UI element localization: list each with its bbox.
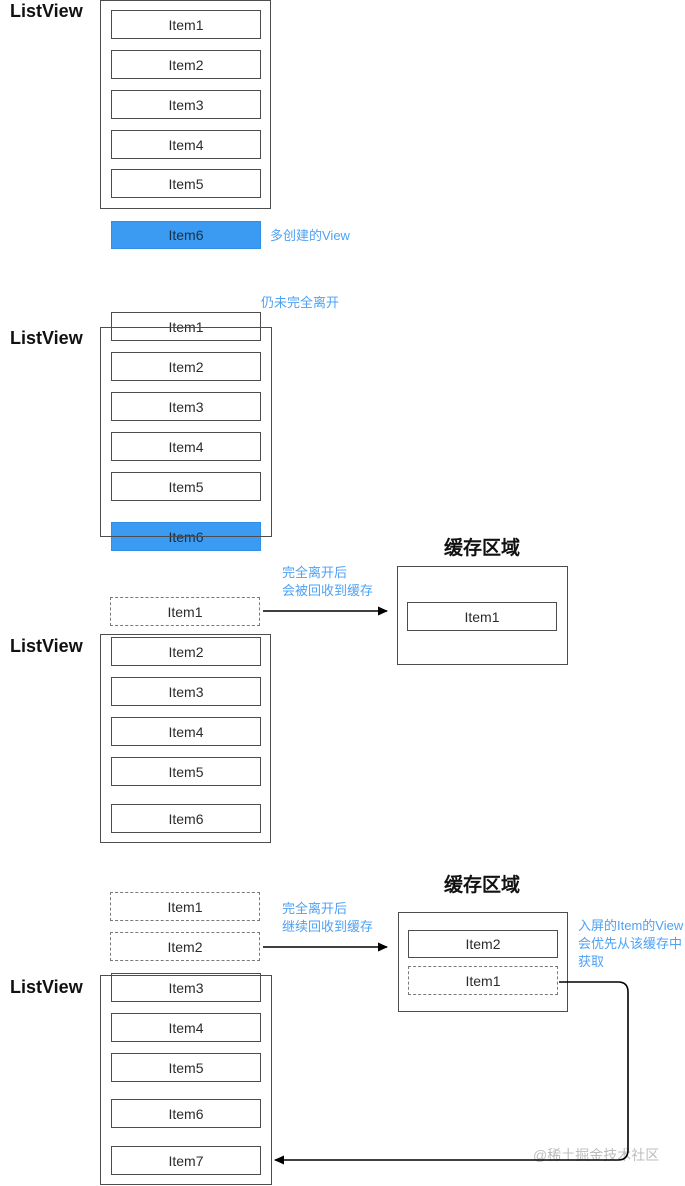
cache-area-title-2: 缓存区域 (444, 875, 521, 896)
reuse-note: 入屏的Item的View 会优先从该缓存中 获取 (578, 917, 683, 971)
recycle-note-1-line2: 会被回收到缓存 (282, 583, 374, 598)
extra-created-note: 多创建的View (270, 228, 350, 243)
list-item: Item4 (111, 432, 261, 461)
listview-label-1: ListView (10, 1, 83, 21)
cached-item: Item2 (408, 930, 558, 958)
listview-frame-2 (100, 327, 272, 537)
listview-frame-4 (100, 975, 272, 1185)
site-watermark: @稀土掘金技术社区 (533, 1147, 660, 1163)
recycle-note-2: 完全离开后 继续回收到缓存 (282, 900, 373, 936)
list-item: Item6 (111, 1099, 261, 1128)
list-item: Item2 (111, 352, 261, 381)
listview-label-2: ListView (10, 328, 83, 348)
list-item: Item5 (111, 757, 261, 786)
recycle-note-2-line1: 完全离开后 (282, 901, 348, 916)
list-item: Item4 (111, 130, 261, 159)
cached-item: Item1 (407, 602, 557, 631)
extra-created-item: Item6 (111, 221, 261, 249)
list-item: Item2 (111, 637, 261, 666)
listview-label-4: ListView (10, 977, 83, 997)
reuse-note-line3: 获取 (578, 954, 605, 969)
recycled-item-ghost: Item1 (110, 597, 260, 626)
cache-area-box-1 (397, 566, 568, 665)
recycle-note-2-line2: 继续回收到缓存 (282, 919, 374, 934)
list-item: Item4 (111, 1013, 261, 1042)
list-item: Item6 (111, 804, 261, 833)
list-item: Item5 (111, 472, 261, 501)
list-item: Item7 (111, 1146, 261, 1175)
listview-frame-3 (100, 634, 271, 843)
partially-scrolled-item-top: Item1 (111, 312, 261, 341)
list-item: Item5 (111, 169, 261, 198)
list-item: Item3 (111, 677, 261, 706)
recycled-item-ghost: Item2 (110, 932, 260, 961)
reuse-note-line2: 会优先从该缓存中 (578, 936, 683, 951)
cache-area-box-2 (398, 912, 568, 1012)
recycle-note-1-line1: 完全离开后 (282, 565, 348, 580)
recycle-note-1: 完全离开后 会被回收到缓存 (282, 564, 373, 600)
list-item: Item4 (111, 717, 261, 746)
list-item: Item1 (111, 10, 261, 39)
list-item: Item3 (111, 973, 261, 1002)
list-item: Item3 (111, 90, 261, 119)
cache-area-title-1: 缓存区域 (444, 538, 521, 559)
not-fully-left-note: 仍未完全离开 (261, 295, 340, 310)
list-item: Item2 (111, 50, 261, 79)
listview-label-3: ListView (10, 636, 83, 656)
list-item: Item3 (111, 392, 261, 421)
list-item: Item5 (111, 1053, 261, 1082)
reuse-note-line1: 入屏的Item的View (578, 918, 684, 933)
listview-frame-1 (100, 0, 271, 209)
recycled-item-ghost: Item1 (110, 892, 260, 921)
